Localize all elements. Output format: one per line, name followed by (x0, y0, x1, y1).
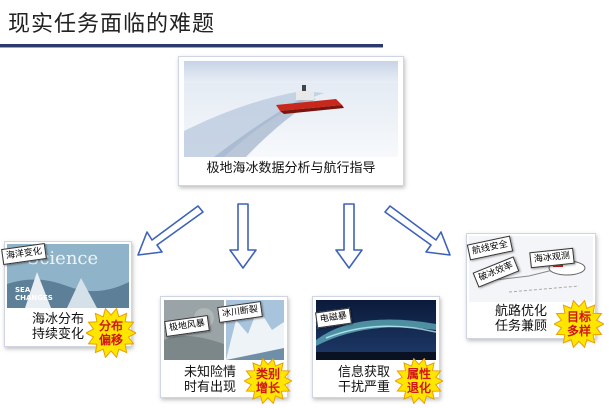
arrow-to-unknown-risk (229, 203, 257, 269)
top-card-caption: 极地海冰数据分析与航行指导 (206, 161, 376, 176)
info-caption-line2: 干扰严重 (337, 380, 390, 395)
burst-4-line2: 多样 (566, 324, 591, 338)
sea-ice-caption-line1: 海冰分布 (31, 312, 84, 327)
risk-caption-line1: 未知险情 (183, 365, 236, 380)
aurora-photo (316, 300, 436, 360)
burst-2-line2: 增长 (255, 381, 280, 395)
arrow-to-route (384, 205, 451, 256)
title-underline-light (0, 47, 383, 48)
burst-diverse-goals: 目标 多样 (552, 299, 606, 349)
risk-caption-line2: 时有出现 (183, 380, 236, 395)
burst-4-line1: 目标 (566, 310, 591, 324)
info-caption-line1: 信息获取 (337, 365, 390, 380)
burst-1-line2: 偏移 (98, 333, 123, 347)
title-underline (0, 44, 383, 47)
cover-sub-1: SEA (15, 286, 31, 294)
burst-3-line1: 属性 (406, 367, 431, 381)
burst-2-line1: 类别 (255, 367, 280, 381)
science-cover-image: Science SEA CHANGES (7, 244, 129, 308)
card-info: 信息获取 干扰严重 (312, 296, 440, 398)
arrow-to-sea-ice (137, 205, 204, 256)
cover-sub-2: CHANGES (15, 294, 53, 302)
top-card: 极地海冰数据分析与航行指导 (178, 56, 404, 186)
card-sea-ice: Science SEA CHANGES 海冰分布 持续变化 (4, 241, 132, 347)
route-caption-line1: 航路优化 (494, 304, 547, 319)
icebreaker-photo (184, 61, 398, 157)
burst-category-growth: 类别 增长 (242, 357, 294, 405)
arrow-to-info (335, 203, 363, 269)
burst-3-line2: 退化 (406, 381, 431, 395)
burst-distribution-shift: 分布 偏移 (84, 307, 138, 359)
page-title: 现实任务面临的难题 (8, 12, 216, 37)
route-caption-line2: 任务兼顾 (494, 319, 547, 334)
burst-1-line1: 分布 (98, 319, 123, 333)
burst-attribute-degrade: 属性 退化 (393, 357, 445, 405)
sea-ice-caption-line2: 持续变化 (31, 327, 84, 342)
